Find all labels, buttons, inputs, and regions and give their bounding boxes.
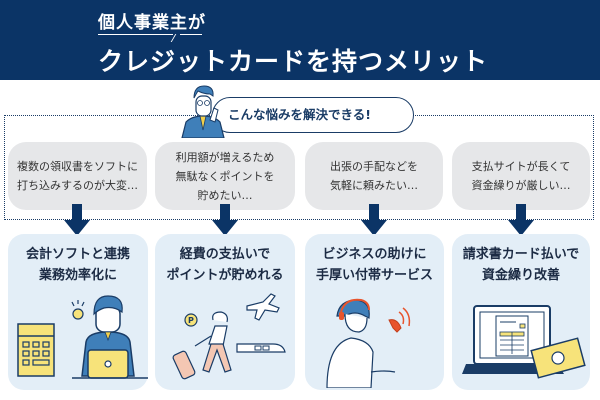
problem-text: 気軽に頼みたい… <box>330 179 418 192</box>
speech-bubble-text: こんな悩みを解決できる! <box>228 107 371 122</box>
benefit-title-line: ポイントが貯めれる <box>166 268 284 283</box>
problem-text: 出張の手配などを <box>330 160 418 173</box>
subtitle-underline <box>98 34 173 35</box>
support-operator-phone-icon <box>326 298 411 388</box>
problem-text: 資金繰りが厳しい… <box>471 179 571 192</box>
benefit-title: ビジネスの助けに 手厚い付帯サービス <box>305 244 444 286</box>
subtitle-underline-right <box>180 34 202 35</box>
benefit-card-1: 会計ソフトと連携 業務効率化に <box>8 234 148 390</box>
svg-text:P: P <box>188 316 194 325</box>
problem-pill-4: 支払サイトが長くて資金繰りが厳しい… <box>452 142 590 210</box>
problem-text: 打ち込みするのが大変… <box>17 179 138 192</box>
arrow-down-icon <box>212 204 238 236</box>
header-banner: 個人事業主が クレジットカードを持つメリット <box>0 0 600 80</box>
benefit-title: 経費の支払いで ポイントが貯めれる <box>155 244 295 286</box>
benefit-title-line: 資金繰り改善 <box>481 268 560 283</box>
problem-text: 複数の領収書をソフトに <box>17 160 138 173</box>
benefit-title-line: 会計ソフトと連携 <box>25 247 130 262</box>
header-subtitle: 個人事業主が <box>98 13 206 33</box>
benefit-title-line: ビジネスの助けに <box>322 247 427 262</box>
speech-bubble <box>212 97 414 133</box>
problem-text: 貯めたい… <box>197 188 253 202</box>
traveler-points-icon: P <box>172 293 286 380</box>
subtitle-underline-tick <box>170 34 177 42</box>
problem-pill-1: 複数の領収書をソフトに打ち込みするのが大変… <box>8 142 147 210</box>
problem-pill-3: 出張の手配などを気軽に頼みたい… <box>305 142 443 210</box>
problem-pill-2: 利用額が増えるため無駄なくポイントを貯めたい… <box>155 142 295 210</box>
benefit-card-4: 請求書カード払いで 資金繰り改善 <box>452 234 590 390</box>
invoice-laptop-cash-icon <box>462 305 586 379</box>
problem-text: 利用額が増えるため <box>175 150 275 164</box>
benefit-title: 請求書カード払いで 資金繰り改善 <box>452 244 590 286</box>
worried-man-icon <box>181 85 225 138</box>
problem-text: 無駄なくポイントを <box>175 169 275 183</box>
header-title: クレジットカードを持つメリット <box>98 47 489 76</box>
benefit-title: 会計ソフトと連携 業務効率化に <box>8 244 148 286</box>
benefit-title-line: 経費の支払いで <box>179 247 271 262</box>
benefit-card-3: ビジネスの助けに 手厚い付帯サービス <box>305 234 444 390</box>
benefit-card-2: 経費の支払いで ポイントが貯めれる P <box>155 234 295 390</box>
problem-text: 支払サイトが長くて <box>471 160 571 173</box>
arrow-down-icon <box>64 204 90 236</box>
arrow-down-icon <box>361 204 387 236</box>
benefit-title-line: 請求書カード払いで <box>462 247 580 262</box>
arrow-down-icon <box>508 204 534 236</box>
benefit-title-line: 手厚い付帯サービス <box>315 268 433 283</box>
benefit-title-line: 業務効率化に <box>38 268 117 283</box>
accountant-laptop-calculator-icon <box>17 295 148 379</box>
